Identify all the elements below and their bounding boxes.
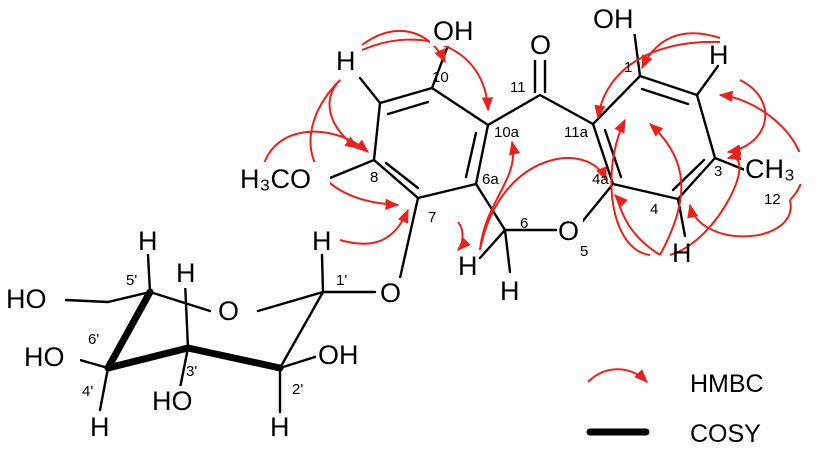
h-5p-label: H bbox=[138, 226, 158, 256]
carbonyl-o-label: O bbox=[530, 30, 551, 60]
legend-hmbc-label: HMBC bbox=[690, 370, 764, 398]
h-6b-label: H bbox=[500, 276, 520, 306]
num-4: 4 bbox=[650, 201, 658, 218]
oh-10-label: OH bbox=[433, 16, 474, 46]
num-8: 8 bbox=[370, 169, 378, 186]
num-10a: 10a bbox=[494, 124, 520, 141]
ring-o-label: O bbox=[218, 296, 239, 326]
ho-3p-label: HO bbox=[152, 386, 193, 416]
h-4p-label: H bbox=[90, 412, 110, 442]
left-ring-bonds bbox=[372, 86, 490, 200]
legend: HMBC COSY bbox=[586, 368, 764, 448]
legend-hmbc-arrow-icon bbox=[587, 368, 648, 383]
cosy-bonds bbox=[104, 288, 284, 372]
num-6p: 6' bbox=[88, 331, 99, 348]
h-2p-label: H bbox=[270, 412, 290, 442]
num-11: 11 bbox=[510, 79, 526, 96]
num-3: 3 bbox=[714, 163, 722, 180]
num-4a: 4a bbox=[592, 171, 609, 188]
glycosidic-o-label: O bbox=[380, 278, 401, 308]
num-10: 10 bbox=[432, 69, 449, 86]
num-2p: 2' bbox=[292, 381, 303, 398]
h-6a-label: H bbox=[458, 251, 478, 281]
num-3p: 3' bbox=[186, 363, 197, 380]
num-11a: 11a bbox=[564, 124, 589, 141]
num-1: 1 bbox=[624, 59, 632, 76]
oh-2p-label: OH bbox=[318, 340, 359, 370]
num-5: 5 bbox=[580, 243, 588, 260]
h-4-label: H bbox=[672, 238, 692, 268]
atom-labels: OH OH O H H H₃CO CH₃ O H H H H O O H H H… bbox=[4, 4, 814, 442]
h-9-label: H bbox=[336, 46, 356, 76]
legend-cosy-label: COSY bbox=[690, 420, 761, 448]
position-numbers: 10 11 1 10a 11a 8 6a 4a 3 12 7 6 4 5 1' … bbox=[82, 59, 781, 400]
num-7: 7 bbox=[428, 209, 436, 226]
oh-1-label: OH bbox=[593, 4, 634, 34]
num-1p: 1' bbox=[336, 272, 347, 289]
h-2-label: H bbox=[709, 40, 729, 70]
ho-4p-label: HO bbox=[24, 342, 65, 372]
o-5-label: O bbox=[558, 216, 579, 246]
h-3p-ax-label: H bbox=[176, 258, 196, 288]
num-6a: 6a bbox=[482, 171, 499, 188]
ho-6p-label: HO bbox=[6, 284, 47, 314]
num-5p: 5' bbox=[126, 272, 137, 289]
methyl-label: CH₃ bbox=[745, 154, 795, 184]
sugar-bonds bbox=[64, 253, 377, 414]
h-1p-label: H bbox=[312, 226, 332, 256]
num-6: 6 bbox=[520, 215, 528, 232]
num-12: 12 bbox=[764, 191, 781, 208]
methoxy-label: H₃CO bbox=[240, 164, 311, 194]
num-4p: 4' bbox=[82, 383, 93, 400]
hmbc-arrows bbox=[261, 29, 805, 256]
